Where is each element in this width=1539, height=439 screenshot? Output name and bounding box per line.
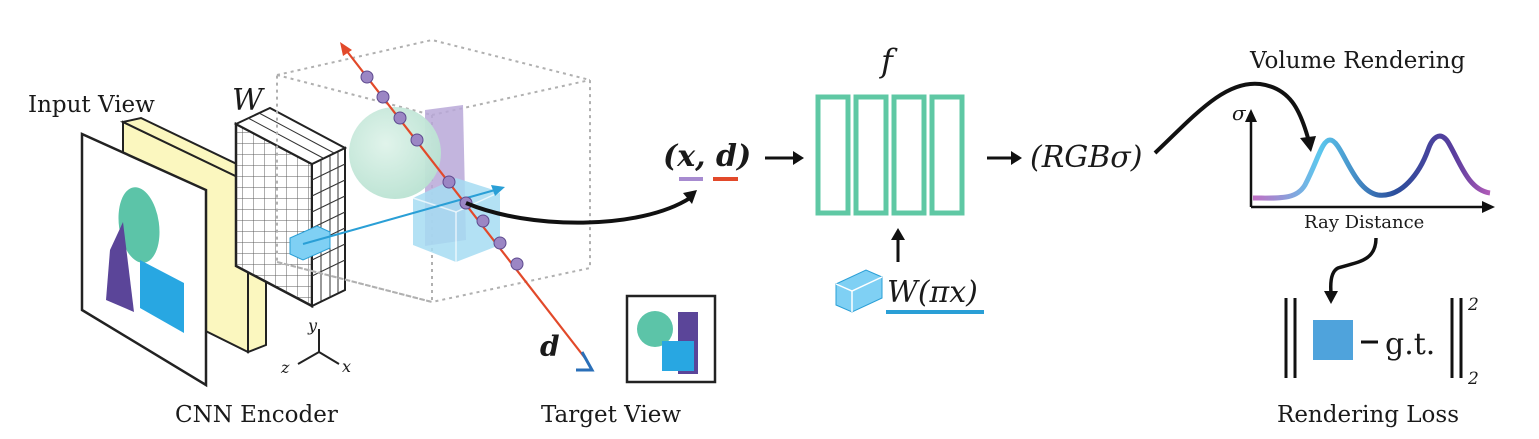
sample-point [410, 133, 424, 147]
volume-rendering-plot: σ [1232, 101, 1495, 213]
sample-to-input-arrow [465, 196, 692, 225]
rendering-loss-label: Rendering Loss [1277, 402, 1459, 428]
output-tuple-label: (RGBσ) [1030, 140, 1143, 175]
mlp-layer [891, 94, 927, 216]
feature-cube-icon [835, 269, 883, 313]
feature-term-label: W(πx) [887, 275, 978, 310]
arrow-to-output [1011, 151, 1022, 165]
ray-arrow-head [340, 42, 352, 56]
sample-point [493, 236, 507, 250]
mlp-layer [815, 94, 851, 216]
axis-y-label: y [307, 316, 318, 335]
norm-subscript: 2 [1467, 369, 1479, 389]
render-to-loss-arrow [1329, 237, 1378, 294]
norm-superscript: 2 [1467, 295, 1479, 315]
input-ellipse-shape [118, 187, 160, 263]
target-square-shape [662, 341, 694, 371]
direction-label: d [540, 330, 560, 363]
mlp-layer [853, 94, 889, 216]
projection [289, 185, 505, 261]
axes-gizmo: y z x [280, 316, 351, 377]
arrow-to-mlp [793, 151, 804, 165]
arrow-feature-to-mlp [891, 228, 905, 240]
mlp-label: f [879, 42, 898, 80]
sample-point [476, 214, 490, 228]
mlp-layer [929, 94, 965, 216]
camera-ray [340, 42, 595, 372]
sample-point [376, 90, 390, 104]
density-curve [1252, 133, 1491, 201]
target-view-label: Target View [541, 402, 681, 428]
input-square-shape [140, 260, 184, 333]
mlp-network [815, 94, 965, 216]
rendered-pixel-square [1313, 320, 1353, 360]
input-tuple-label: (x, d) [663, 139, 751, 174]
sigma-label: σ [1232, 101, 1247, 125]
target-circle-shape [637, 311, 673, 347]
axis-x-label: x [342, 357, 351, 376]
target-view-image [625, 294, 717, 384]
scene-objects [349, 105, 501, 262]
camera-icon [576, 351, 595, 372]
sample-point [393, 111, 407, 125]
volume-rendering-label: Volume Rendering [1249, 48, 1465, 74]
scene-sphere [349, 107, 441, 199]
ray-distance-label: Ray Distance [1304, 212, 1424, 233]
input-view-label: Input View [28, 92, 155, 118]
ground-truth-label: g.t. [1385, 327, 1435, 362]
sample-point [442, 175, 456, 189]
input-image [80, 132, 208, 388]
cnn-encoder-label: CNN Encoder [175, 402, 338, 428]
axis-z-label: z [280, 358, 290, 377]
cnn-feature-grid [233, 106, 348, 309]
output-to-render-arrow [1153, 81, 1310, 155]
sample-point [360, 70, 374, 84]
input-triangle-shape [106, 222, 134, 312]
rendering-loss-expression: g.t. 2 2 [1284, 295, 1479, 389]
sample-point [510, 257, 524, 271]
